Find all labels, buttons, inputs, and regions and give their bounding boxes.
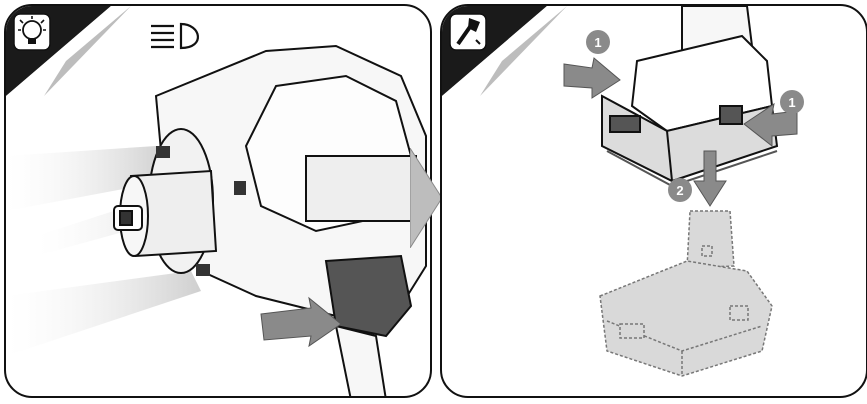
step-badge: 2: [668, 178, 692, 202]
corner-tab: [442, 6, 567, 96]
led-lamp: [156, 146, 170, 158]
led-lamp: [196, 264, 210, 276]
ghost-battery: [600, 211, 772, 376]
press-release-arrow-left: [564, 58, 620, 98]
light-bulb-icon: [14, 14, 50, 50]
svg-text:1: 1: [788, 95, 795, 110]
impact-driver-illustration: [6, 6, 432, 398]
battery-pack: [602, 36, 777, 186]
battery-removal-illustration: 1 1 2: [442, 6, 867, 398]
battery-removal-panel: 1 1 2: [440, 4, 867, 398]
svg-text:2: 2: [676, 183, 683, 198]
wrench-tool-icon: [450, 14, 486, 50]
next-step-arrow: [410, 148, 444, 248]
led-light-panel: [4, 4, 432, 398]
led-lamp: [234, 181, 246, 195]
step-badge: 1: [780, 90, 804, 114]
corner-tab: [6, 6, 131, 96]
light-beam-lower: [6, 271, 201, 356]
headlight-icon: [151, 24, 198, 48]
step-badge: 1: [586, 30, 610, 54]
svg-text:1: 1: [594, 35, 601, 50]
